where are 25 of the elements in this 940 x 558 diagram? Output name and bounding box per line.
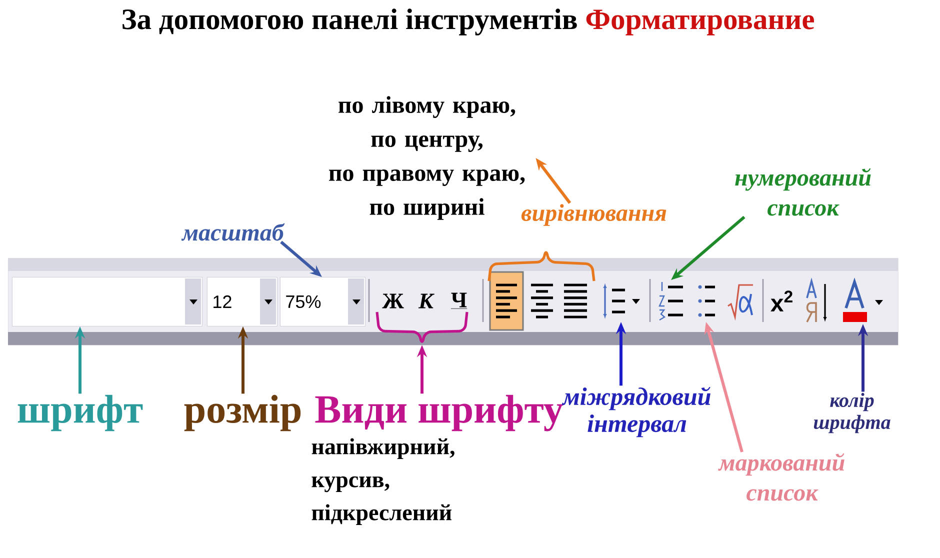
callout-label: колір шрифта <box>814 392 890 434</box>
italic-letter: К <box>418 294 434 308</box>
title: За допомогою панелі інструментів Форматирование <box>122 8 814 36</box>
justify-icon <box>564 284 587 318</box>
sort-icon <box>806 277 826 323</box>
callout-label: вирівнювання <box>521 204 666 226</box>
line-spacing-icon <box>604 284 640 318</box>
superscript-label: x$^{2}$ <box>770 290 792 312</box>
callout-label: міжрядковий інтервал <box>562 386 710 438</box>
callout-label: масштаб <box>181 223 285 241</box>
bulleted-list-icon <box>698 285 715 317</box>
callout-label: шрифт <box>18 394 143 432</box>
note-text: напівжирний, курсив, підкреслений <box>312 438 454 526</box>
align-center-icon <box>531 284 553 318</box>
font-color-icon <box>843 278 883 322</box>
curly-brace <box>376 312 468 342</box>
align-left-icon <box>489 271 524 331</box>
callout-label: нумерований список <box>735 168 871 216</box>
numbered-list-icon <box>658 281 683 321</box>
callout-label: розмір <box>184 394 301 432</box>
callout-label: Види шрифту <box>315 394 564 432</box>
bold-letter: Ж <box>382 294 404 308</box>
underlined-letter: Ч <box>450 292 468 309</box>
equation-icon <box>728 284 753 321</box>
callout-label: маркований список <box>718 453 844 501</box>
